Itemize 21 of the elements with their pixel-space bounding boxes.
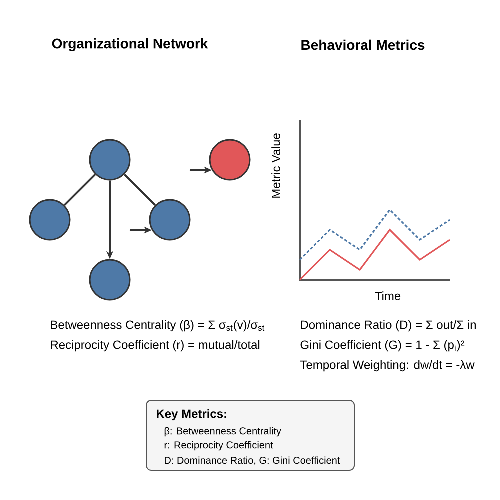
formula-text: Reciprocity Coefficient (r) = mutual/total [51, 340, 260, 352]
axis-title: Time [375, 292, 401, 300]
network-node [89, 259, 131, 301]
panel-title: Organizational Network [52, 38, 208, 52]
network-node [149, 199, 191, 241]
legend-heading: Key Metrics: [157, 409, 226, 421]
connector-line [124, 174, 156, 206]
formula-text: Betweenness Centrality (β) = Σ σ$_{st}$(v)/σ$_{st}$ [51, 320, 265, 332]
formula-text: Temporal Weighting: dw/dt = -λw [300, 360, 475, 372]
network-node [209, 139, 251, 181]
panel-title: Behavioral Metrics [302, 40, 425, 50]
formula-text: Gini Coefficient (G) = 1 - Σ (p$_{i}$)² [300, 340, 465, 352]
axis-title: Metric Value [272, 134, 280, 198]
formula-text: Dominance Ratio (D) = Σ out/Σ in [301, 320, 476, 332]
legend-entry: r: Reciprocity Coefficient [164, 441, 274, 451]
legend-entry: D: Dominance Ratio, G: Gini Coefficient [165, 456, 340, 466]
network-node [89, 139, 131, 181]
legend-box [146, 400, 355, 471]
legend-entry: β: Betweenness Centrality [164, 427, 282, 437]
connector-line [64, 174, 96, 206]
network-node [29, 199, 71, 241]
